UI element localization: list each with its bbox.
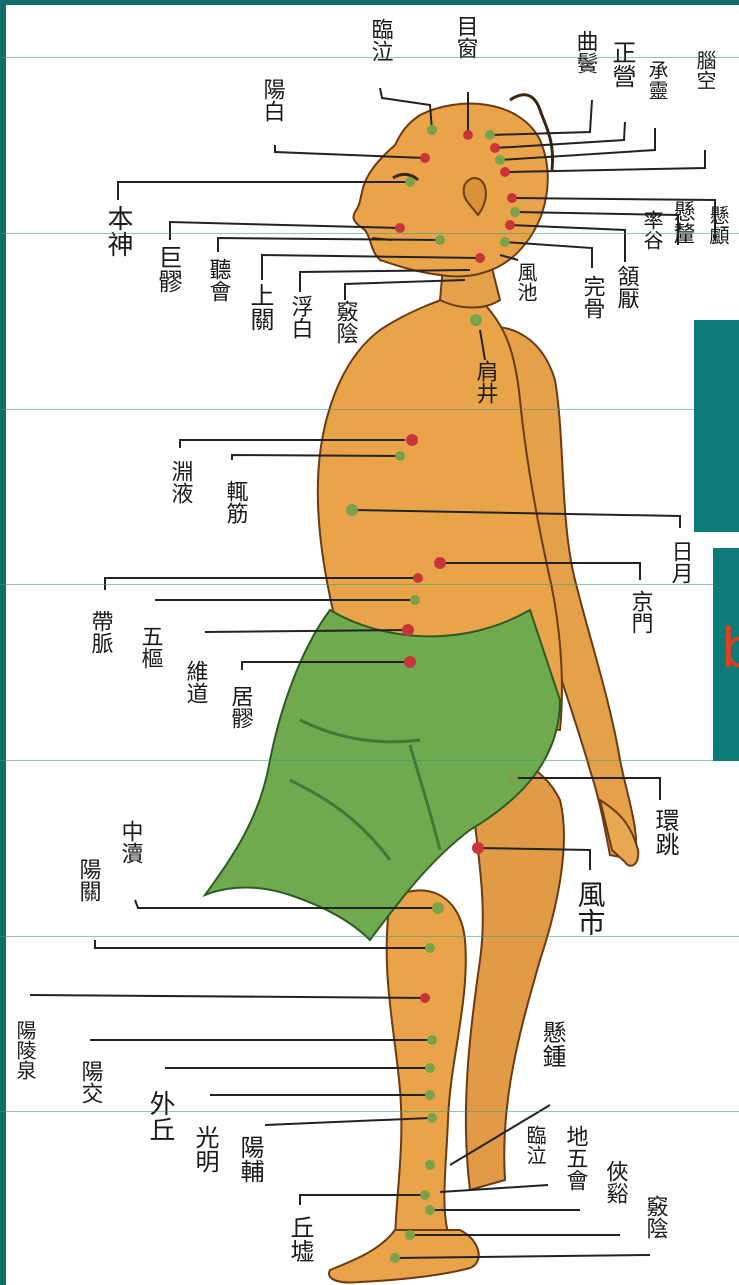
slide-guide-line [0, 760, 739, 761]
label-yuanye: 淵液 [168, 460, 194, 504]
label-toulinqi: 臨泣 [368, 18, 394, 62]
label-fubai: 浮白 [288, 295, 314, 339]
label-naokong: 腦空 [693, 50, 717, 90]
label-yangbai: 陽白 [260, 78, 285, 122]
slide-guide-line [0, 233, 739, 234]
acupoint [346, 504, 358, 516]
acupoint [413, 573, 423, 583]
acupoint [406, 434, 418, 446]
acupoint [500, 237, 510, 247]
label-muchuang: 目窗 [453, 15, 478, 59]
acupoint [507, 193, 517, 203]
acupoint [490, 143, 500, 153]
acupoint [432, 902, 444, 914]
foot [329, 1230, 479, 1283]
acupoint [395, 223, 405, 233]
acupoint [463, 130, 473, 140]
acupoint [495, 155, 505, 165]
slide-guide-line [0, 1111, 739, 1112]
label-diwuhui: 地五會 [563, 1125, 589, 1191]
acupoint [510, 207, 520, 217]
acupoint [395, 451, 405, 461]
acupoint [420, 993, 430, 1003]
slide-guide-line [0, 57, 739, 58]
label-zhejin: 輒筋 [223, 480, 249, 524]
label-zulinqi: 臨泣 [523, 1125, 547, 1165]
acupoint [500, 167, 510, 177]
acupoint [425, 1160, 435, 1170]
acupoint [405, 1230, 415, 1240]
label-wangu: 完骨 [580, 275, 606, 319]
acupoint [425, 1090, 435, 1100]
acupoint [434, 557, 446, 569]
label-wushu: 五樞 [138, 625, 164, 669]
label-yanglingquan: 陽陵泉 [13, 1020, 37, 1080]
acupoint [475, 253, 485, 263]
acupoint [506, 772, 518, 784]
acupoint [425, 1063, 435, 1073]
slide-guide-line [0, 936, 739, 937]
label-tinghui: 聽會 [206, 258, 232, 302]
label-chengling: 承靈 [645, 60, 669, 100]
acupoint [425, 1205, 435, 1215]
label-yangfu: 陽輔 [236, 1135, 264, 1183]
slide-guide-line [0, 584, 739, 585]
label-benshen: 本神 [103, 205, 133, 257]
label-huantiao: 環跳 [651, 808, 679, 856]
label-juliao-face: 巨髎 [154, 245, 182, 293]
acupoint [410, 595, 420, 605]
label-fengshi: 風市 [574, 880, 607, 936]
label-qubin: 曲鬢 [573, 30, 598, 74]
label-xuanlu: 懸顱 [706, 205, 730, 245]
acupoint [390, 1253, 400, 1263]
acupoint [425, 943, 435, 953]
label-guangming: 光明 [191, 1125, 219, 1173]
label-fengchi: 風池 [514, 262, 538, 302]
label-xuanzhong: 懸鍾 [538, 1020, 566, 1068]
acupoint [427, 1035, 437, 1045]
acupoint [485, 130, 495, 140]
label-daimai: 帶脈 [88, 610, 114, 654]
head [353, 104, 547, 277]
acupoint [405, 177, 415, 187]
label-shangguan: 上關 [246, 283, 274, 331]
label-zhongdu: 中瀆 [118, 820, 144, 864]
acupoint [420, 1190, 430, 1200]
label-yangjiao: 陽交 [78, 1060, 103, 1104]
acupoint [420, 153, 430, 163]
label-qiaoyin-foot: 竅陰 [643, 1195, 669, 1239]
acupoint [505, 220, 515, 230]
acupoint [470, 314, 482, 326]
label-shuaigu: 率谷 [640, 210, 664, 250]
acupoint [404, 656, 416, 668]
body-figure [205, 95, 638, 1283]
slide-side-tab [694, 320, 739, 532]
label-weidao: 維道 [183, 660, 209, 704]
label-waiqiu: 外丘 [145, 1090, 175, 1142]
label-jianjing: 肩井 [473, 360, 499, 404]
label-yangguan: 陽關 [76, 858, 101, 902]
slide-guide-line [0, 409, 739, 410]
label-juliao-hip: 居髎 [228, 685, 254, 729]
label-riyue: 日月 [668, 540, 694, 584]
label-qiaoyin: 竅陰 [333, 300, 359, 344]
label-hanyan: 頷厭 [614, 265, 640, 309]
acupoint [435, 235, 445, 245]
label-zhengying: 正營 [608, 40, 636, 88]
tab-letter: b [721, 622, 739, 676]
acupoint [427, 1113, 437, 1123]
label-qiuxu: 丘墟 [286, 1215, 314, 1263]
acupoint [402, 624, 414, 636]
acupoint [427, 125, 437, 135]
acupoint [472, 842, 484, 854]
label-jingmen: 京門 [628, 590, 653, 634]
label-xiaxi: 俠谿 [603, 1160, 629, 1204]
label-xuanli: 懸釐 [670, 200, 696, 244]
